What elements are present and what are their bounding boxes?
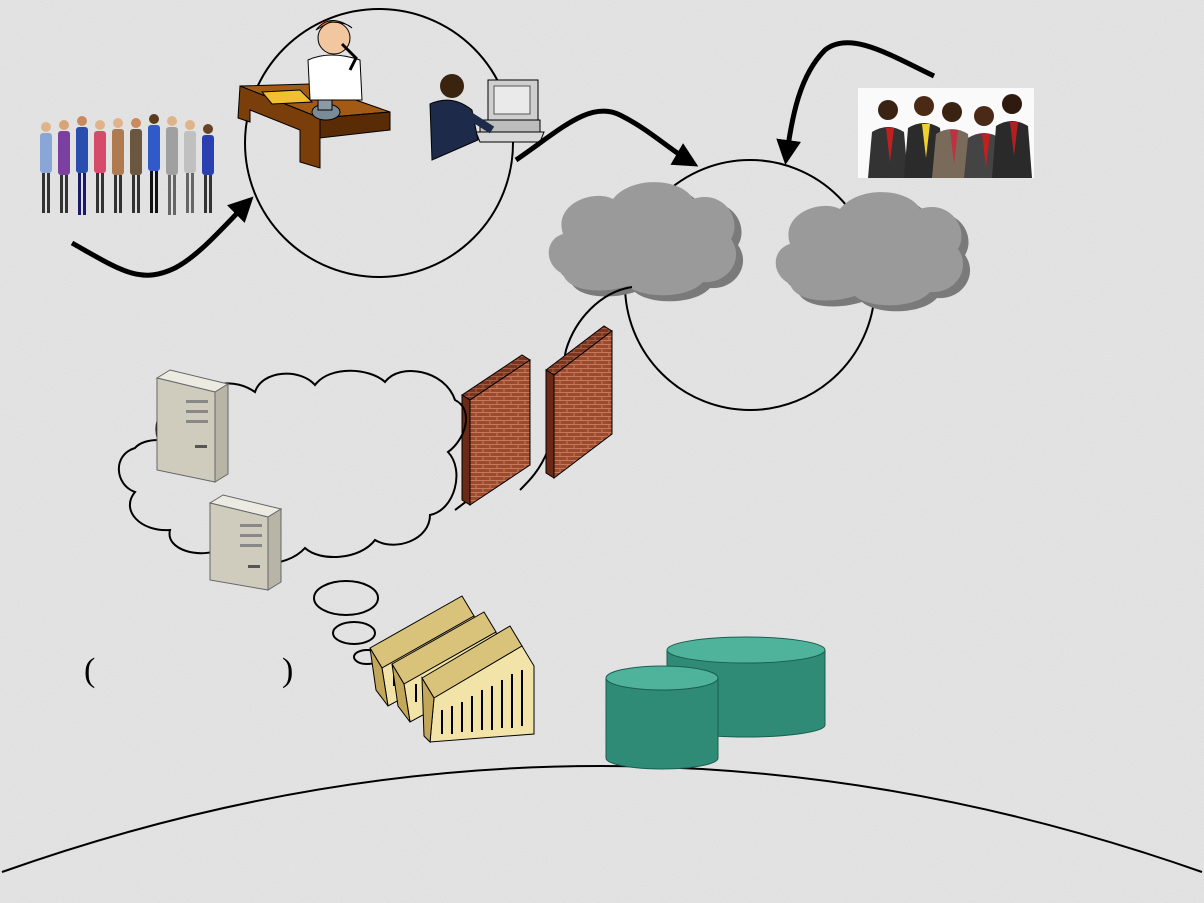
operators-circle (244, 8, 514, 278)
thought-bubble (313, 580, 379, 616)
annotation-close-paren: ) (282, 652, 294, 689)
executives-group-icon (858, 88, 1034, 178)
arrow-icon (70, 196, 254, 278)
ground-arc (1, 765, 1203, 873)
intranet-thought-cloud (117, 369, 467, 565)
arrow-icon (776, 40, 936, 165)
computer-operator-icon (429, 74, 545, 161)
network-cloud-icon (548, 182, 744, 302)
database-cylinder-icon (605, 665, 719, 770)
network-cloud-icon (775, 192, 971, 312)
arrow-icon (514, 108, 699, 167)
people-group-icon (40, 114, 214, 215)
call-center-agent-icon (237, 20, 391, 169)
tower-server-icon (208, 494, 283, 591)
annotation-open-paren: ( (84, 652, 96, 689)
tower-server-icon (155, 369, 230, 483)
thought-bubble (332, 621, 376, 645)
brick-firewall-icon (545, 325, 613, 480)
bank-building-icon (369, 595, 535, 744)
brick-firewall-icon (461, 354, 531, 506)
